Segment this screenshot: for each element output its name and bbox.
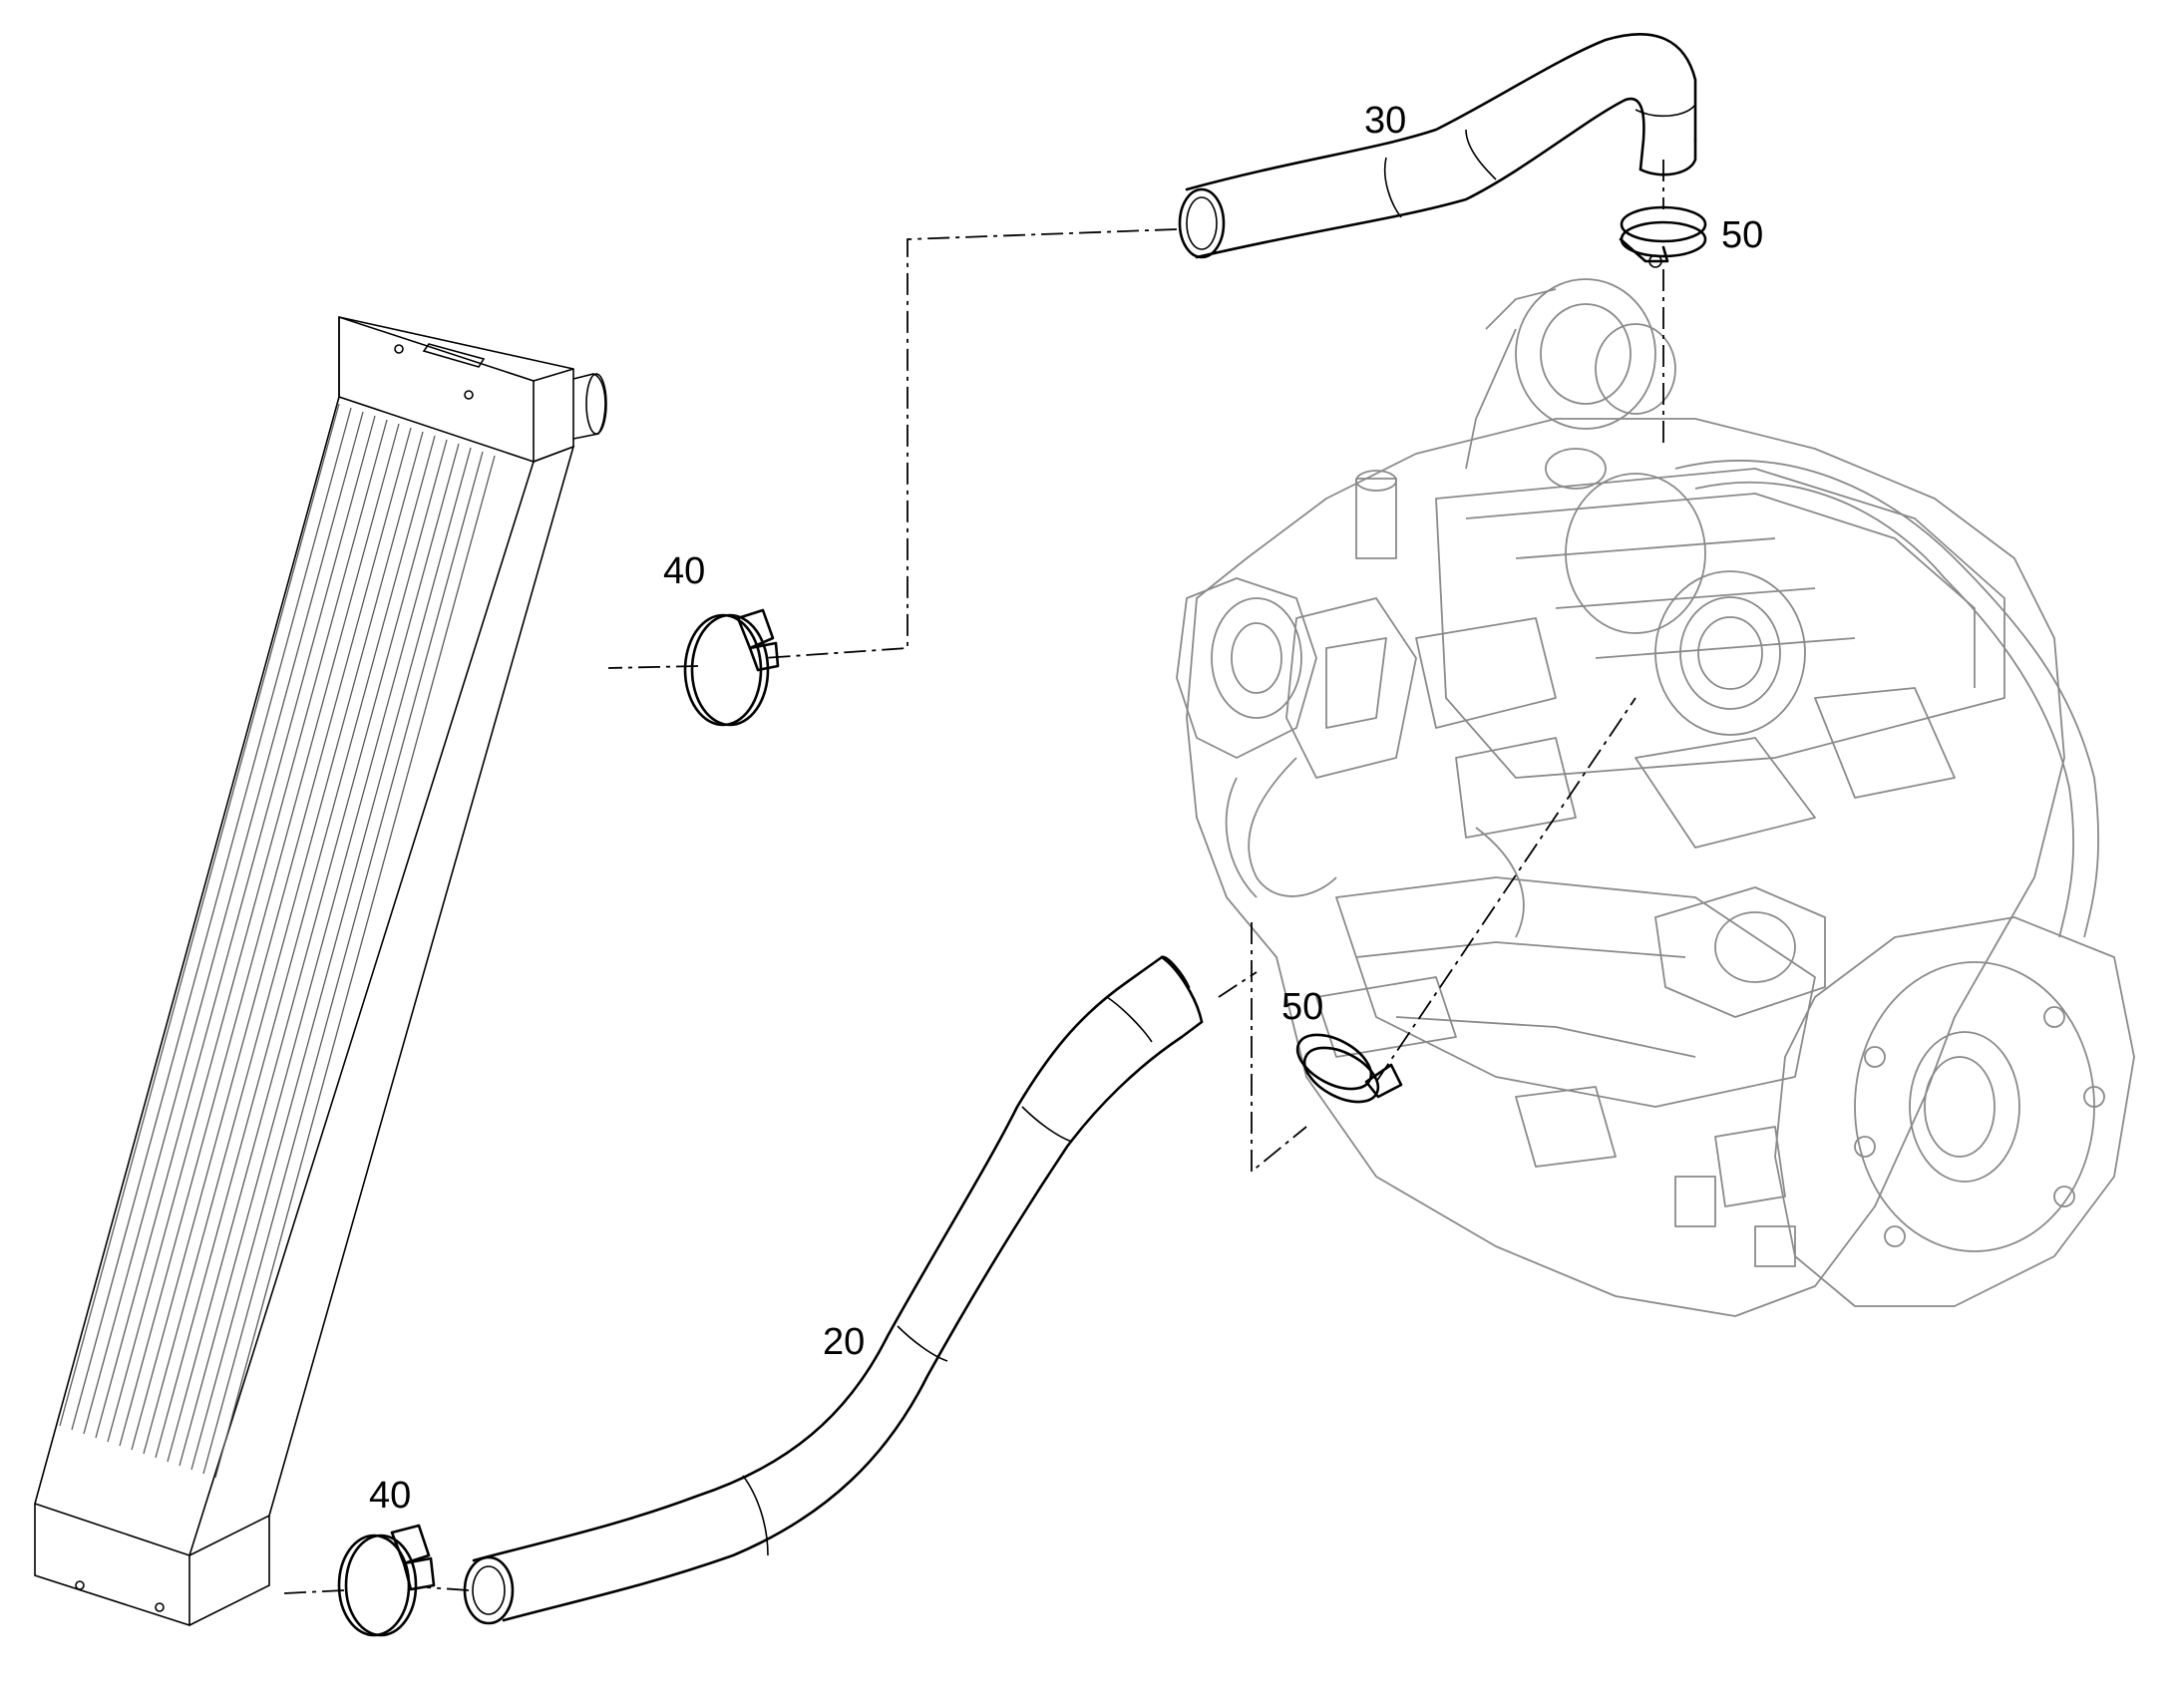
hose-clamp-turbo — [1619, 205, 1707, 268]
callout-clamp-turbo: 50 — [1721, 214, 1763, 256]
hose-clamp-cooler-top — [683, 608, 780, 727]
callout-hose-upper: 30 — [1364, 100, 1406, 142]
charge-air-hose-upper — [1178, 32, 1697, 259]
callout-clamp-intake: 50 — [1281, 986, 1323, 1028]
hose-clamp-cooler-bottom — [337, 1524, 436, 1637]
callout-hose-lower: 20 — [823, 1321, 865, 1363]
charge-air-cooler — [34, 315, 607, 1627]
engine-assembly — [1176, 278, 2135, 1317]
charge-air-hose-lower — [463, 955, 1204, 1625]
hose-clamp-intake — [1295, 1033, 1403, 1104]
callout-clamp-cooler-bottom: 40 — [369, 1475, 411, 1517]
cooler-fins — [59, 403, 496, 1479]
callout-clamp-cooler-top: 40 — [663, 550, 705, 592]
assembly-center-lines — [283, 160, 1664, 1594]
